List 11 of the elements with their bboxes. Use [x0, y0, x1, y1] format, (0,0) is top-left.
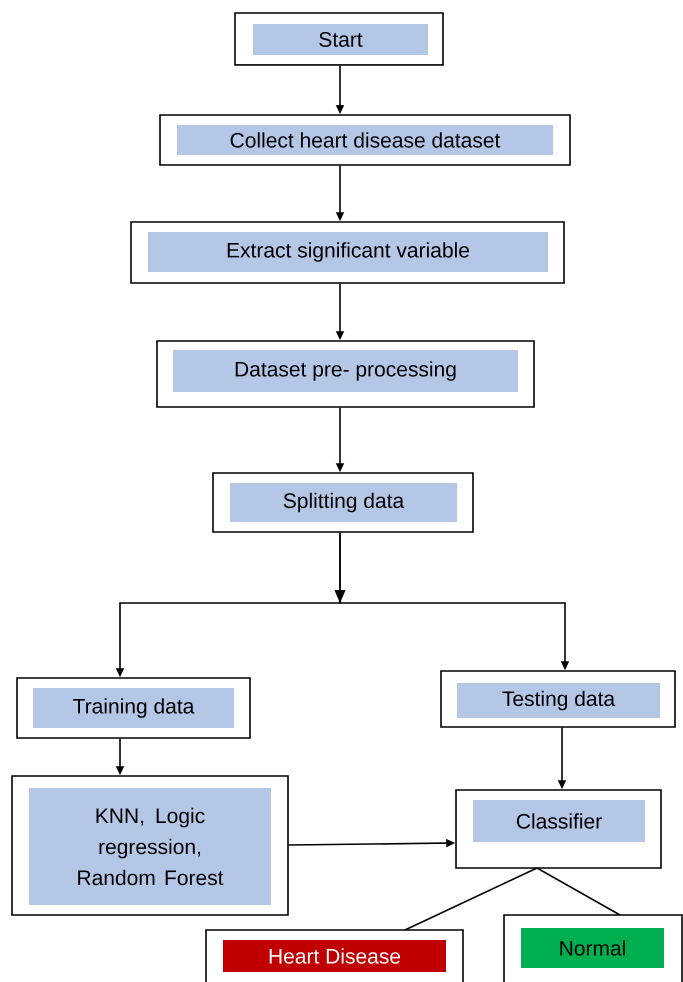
process-box: Normal — [503, 914, 683, 982]
process-box: Start — [234, 12, 444, 66]
process-box: Collect heart disease dataset — [159, 114, 571, 166]
process-box: Extract significant variable — [130, 221, 565, 284]
process-box: Classifier — [455, 789, 662, 869]
process-box: KNN, Logic regression, Random Forest — [11, 775, 289, 916]
process-box: Dataset pre- processing — [156, 340, 535, 408]
process-box: Heart Disease — [205, 929, 464, 982]
process-box: Training data — [16, 677, 251, 739]
process-box: Testing data — [440, 670, 676, 728]
process-box: Splitting data — [212, 472, 474, 533]
